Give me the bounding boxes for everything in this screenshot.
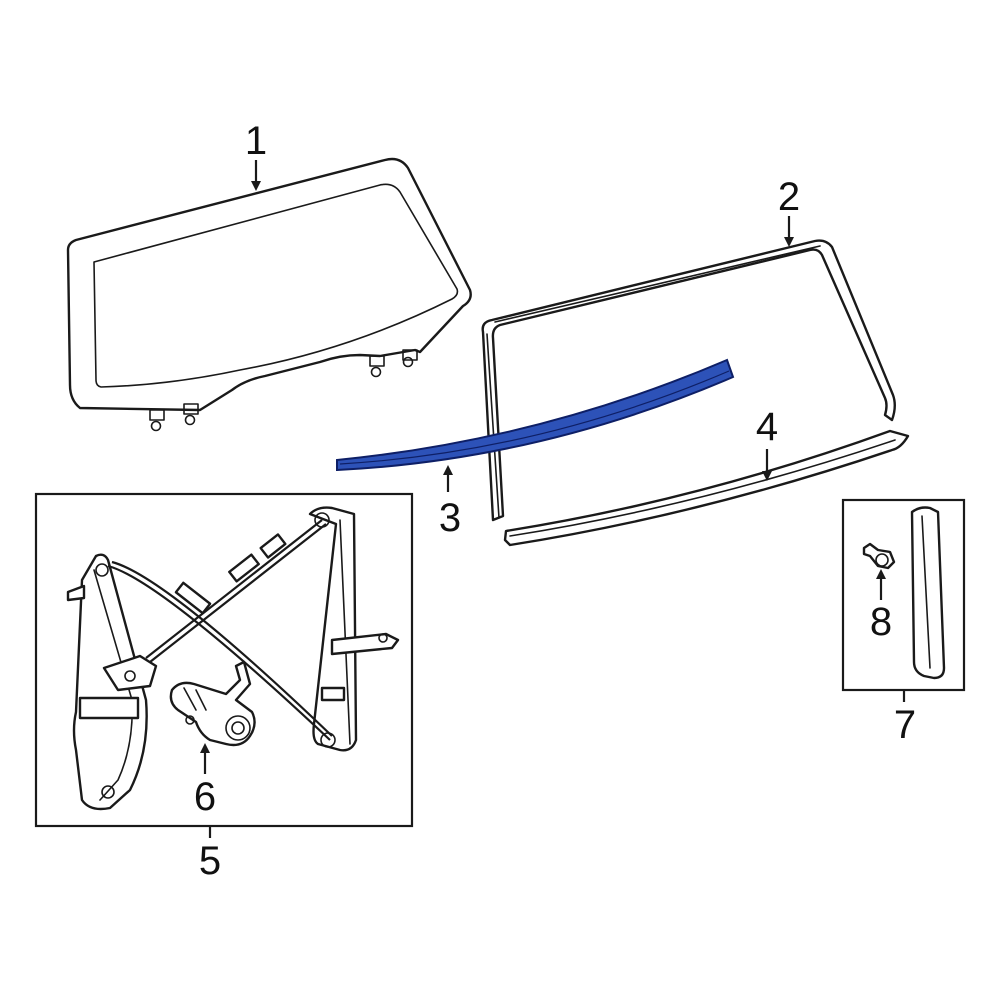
belt-weatherstrip-highlight (336, 358, 735, 472)
window-motor-part-6[interactable] (169, 660, 256, 747)
leader-lines (200, 160, 906, 838)
regulator-group-box (34, 492, 414, 828)
callout-2: 2 (778, 175, 800, 219)
callout-5: 5 (199, 839, 221, 883)
glass-run-channel-part-2[interactable] (481, 239, 896, 522)
garnish-group-box (841, 498, 966, 692)
callouts: 1 2 3 4 5 6 7 8 (194, 119, 916, 883)
belt-molding-part-4[interactable] (503, 429, 910, 547)
pillar-garnish-part-7[interactable] (910, 506, 946, 680)
door-glass-part-1[interactable] (66, 157, 472, 432)
callout-8: 8 (870, 600, 892, 644)
callout-3: 3 (439, 496, 461, 540)
callout-7: 7 (894, 703, 916, 747)
clip-part-8[interactable] (862, 542, 896, 570)
callout-1: 1 (245, 119, 267, 163)
callout-6: 6 (194, 775, 216, 819)
callout-4: 4 (756, 405, 778, 449)
belt-weatherstrip-part-3[interactable] (336, 358, 735, 472)
window-regulator-part-5[interactable] (66, 506, 400, 811)
